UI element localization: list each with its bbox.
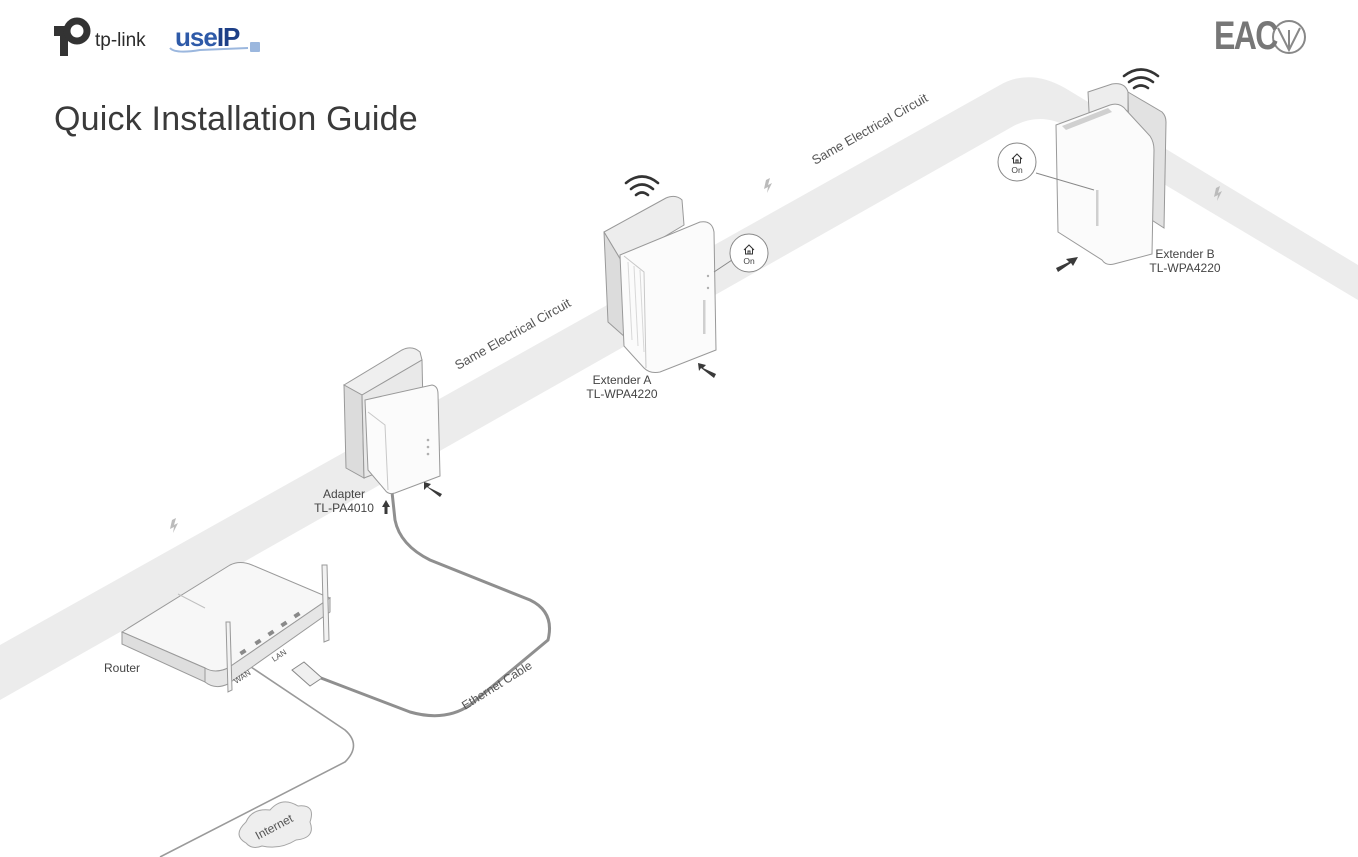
useip-brand-ip: IP <box>216 22 241 52</box>
extender-a-name: Extender A <box>592 373 652 387</box>
router <box>120 562 332 693</box>
home-icon <box>1011 153 1023 164</box>
wifi-icon <box>624 175 660 197</box>
push-arrow-icon <box>1056 257 1078 272</box>
useip-brand: useIP <box>175 22 241 53</box>
extender-b-device <box>1035 83 1167 265</box>
wifi-icon <box>1122 68 1160 90</box>
router-label: Router <box>104 661 141 675</box>
extender-a-label: Extender A TL-WPA4220 <box>584 373 660 401</box>
useip-brand-use: use <box>175 22 218 52</box>
lightning-icon <box>1214 186 1222 201</box>
extender-b-name: Extender B <box>1155 247 1215 261</box>
useip-logo-icon <box>169 42 260 53</box>
push-arrow-icon <box>698 363 716 378</box>
eac-mark: EAC <box>1214 14 1278 58</box>
power-on-label: On <box>1011 165 1023 175</box>
router-antenna <box>225 621 233 693</box>
adapter-label: Adapter TL-PA4010 <box>312 487 376 515</box>
adapter-model: TL-PA4010 <box>314 501 374 515</box>
extender-b-model: TL-WPA4220 <box>1149 261 1221 275</box>
lightning-icon <box>170 518 178 533</box>
ethernet-cable-label: Ethernet Cable <box>459 658 535 712</box>
push-arrow-icon <box>424 482 442 497</box>
power-on-callout <box>997 142 1037 182</box>
adapter-name: Adapter <box>322 487 366 501</box>
plug-arrow-icon <box>382 500 390 514</box>
power-on-label: On <box>743 256 755 266</box>
power-on-callout <box>729 233 769 273</box>
extender-a-device <box>603 195 736 373</box>
lightning-icon <box>764 178 772 193</box>
adapter-device <box>343 347 441 495</box>
extender-a-model: TL-WPA4220 <box>586 387 658 401</box>
page-title: Quick Installation Guide <box>54 100 418 138</box>
router-antenna <box>321 564 330 643</box>
tp-link-logo-icon <box>54 17 91 56</box>
internet-cable <box>159 664 355 857</box>
home-icon <box>743 244 755 255</box>
brand-name: tp-link <box>95 30 146 51</box>
ethernet-cable <box>299 491 551 718</box>
internet-cloud-icon <box>238 801 312 848</box>
conformity-mark-icon <box>1272 20 1306 54</box>
extender-b-label: Extender B TL-WPA4220 <box>1146 247 1224 275</box>
